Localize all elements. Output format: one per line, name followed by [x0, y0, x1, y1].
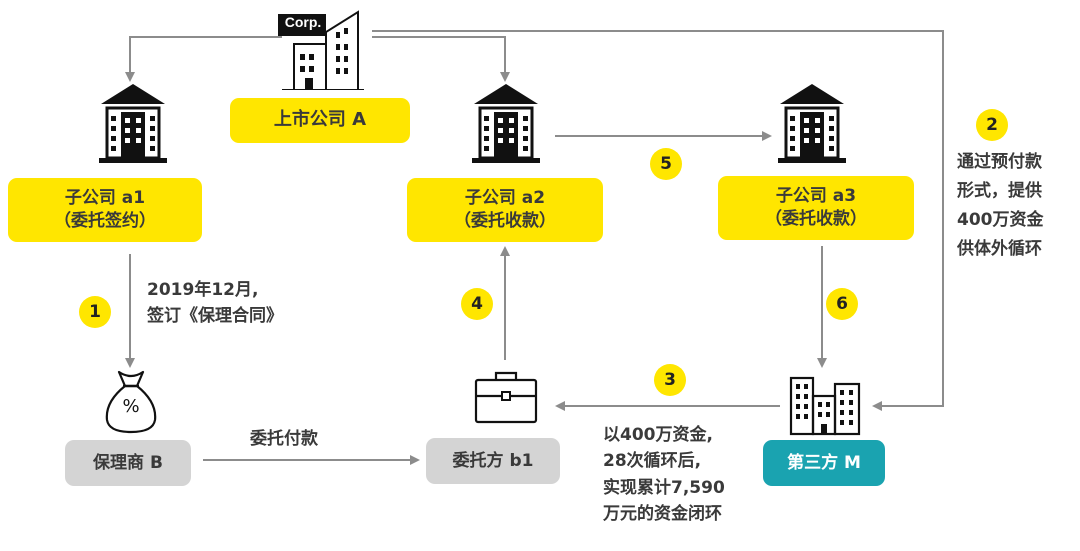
payment-label: 委托付款	[250, 429, 318, 449]
step-5-badge: 5	[650, 148, 682, 180]
money-bag-icon	[105, 370, 157, 434]
step-2-badge: 2	[976, 109, 1008, 141]
money-bag-symbol: %	[122, 396, 140, 417]
listed-company-a-label: 上市公司 A	[273, 109, 367, 131]
arrow-a-to-a1	[125, 36, 282, 82]
step-1-note-line: 2019年12月,	[147, 280, 259, 300]
step-2-note: 通过预付款 形式，提供 400万资金 供体外循环	[957, 148, 1044, 264]
subsidiary-a1-box: 子公司 a1 （委托签约）	[8, 178, 202, 242]
factor-b-label: 保理商 B	[93, 452, 163, 473]
step-1-badge: 1	[79, 296, 111, 328]
step-4-badge: 4	[461, 288, 493, 320]
step-1-note-line: 签订《保理合同》	[147, 305, 283, 326]
step-3-note-line: 实现累计7,590	[603, 477, 725, 498]
subsidiary-a1-name: 子公司 a1	[64, 188, 146, 209]
corp-sign-label: Corp.	[284, 14, 322, 30]
subsidiary-a2-box: 子公司 a2 （委托收款）	[407, 178, 603, 242]
step-2-note-line: 形式，提供	[957, 180, 1042, 201]
client-b1-box: 委托方 b1	[426, 438, 560, 484]
step-3-badge: 3	[654, 364, 686, 396]
city-buildings-icon	[789, 376, 861, 436]
step-3-note: 以400万资金, 28次循环后, 实现累计7,590 万元的资金闭环	[603, 422, 725, 527]
subsidiary-a3-name: 子公司 a3	[775, 186, 857, 207]
client-b1-label: 委托方 b1	[452, 450, 534, 471]
step-6-badge: 6	[826, 288, 858, 320]
step-3-note-line: 28次循环后,	[603, 451, 702, 472]
step-3-note-line: 万元的资金闭环	[603, 504, 722, 525]
subsidiary-a2-role: （委托收款）	[454, 211, 556, 231]
step-2-note-line: 通过预付款	[957, 152, 1042, 172]
subsidiary-a3-building-icon	[778, 84, 846, 163]
subsidiary-a3-box: 子公司 a3 （委托收款）	[718, 176, 914, 240]
step-1-note: 2019年12月, 签订《保理合同》	[147, 278, 283, 329]
subsidiary-a2-name: 子公司 a2	[464, 188, 546, 209]
step-3-note-line: 以400万资金,	[603, 425, 713, 445]
briefcase-icon	[474, 371, 538, 424]
listed-company-a-box: 上市公司 A	[230, 98, 410, 143]
arrow-a-to-a2	[372, 36, 510, 82]
subsidiary-a1-role: （委托签约）	[54, 211, 156, 231]
step-2-note-line: 400万资金	[957, 209, 1044, 230]
third-party-m-box: 第三方 M	[763, 440, 885, 486]
subsidiary-a3-role: （委托收款）	[765, 209, 867, 229]
arrow-a-to-m	[372, 30, 944, 411]
third-party-m-label: 第三方 M	[787, 452, 861, 473]
subsidiary-a2-building-icon	[472, 84, 540, 163]
step-2-note-line: 供体外循环	[957, 238, 1042, 259]
subsidiary-a1-building-icon	[99, 84, 167, 163]
factor-b-box: 保理商 B	[65, 440, 191, 486]
corporate-building-icon	[278, 10, 364, 90]
